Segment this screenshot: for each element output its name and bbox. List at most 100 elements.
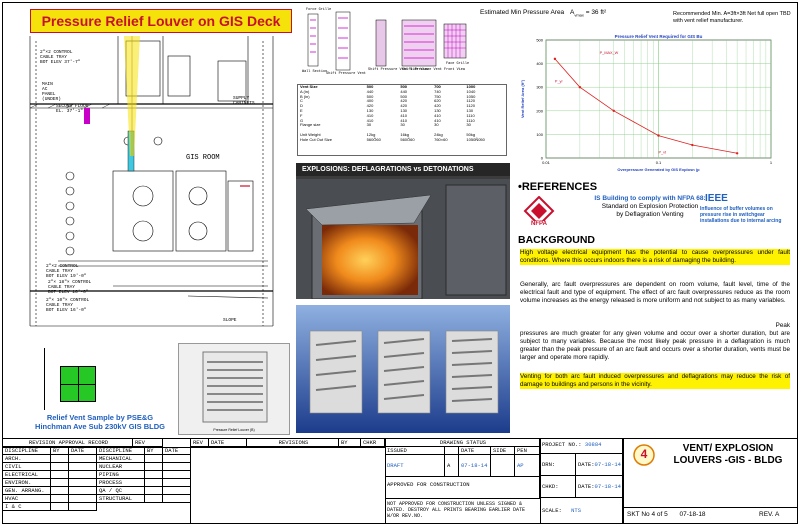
- chart-series-point: [578, 86, 582, 89]
- explosion-photo: EXPLOSIONS: DEFLAGRATIONS vs DETONATIONS: [296, 163, 510, 299]
- chkd-date-label: DATE:: [578, 483, 595, 490]
- sample-photo: Pressure Relief Louver (B): [178, 343, 290, 435]
- spec-cell: 50kg: [466, 131, 476, 137]
- drn-label: DRN:: [540, 454, 576, 476]
- relief-vent-sample-icon: [60, 366, 96, 402]
- label-tray-1: 2"×2 CONTROL CABLE TRAY BOT ELEV 19'-0": [46, 264, 87, 279]
- chart-y-tick: 100: [536, 132, 543, 137]
- title-block: REVISION APPROVAL RECORD REV REV DATE RE…: [3, 438, 797, 524]
- rev-header: REV: [133, 439, 163, 447]
- discipline-blank: [51, 495, 69, 503]
- spec-cell: 440: [366, 88, 374, 94]
- chart-y-tick: 300: [536, 85, 543, 90]
- background-p2: Generally, arc fault overpressures are d…: [520, 281, 790, 304]
- spec-cell: 1110: [466, 112, 475, 118]
- spec-cell: 130: [366, 107, 374, 113]
- spec-cell: F: [300, 112, 303, 118]
- spec-cell: C: [300, 98, 303, 104]
- spec-cell: 420: [400, 98, 408, 104]
- spec-cell: 500: [400, 84, 408, 89]
- discipline-blank: [51, 463, 69, 471]
- spec-cell: 420: [366, 103, 374, 109]
- spec-cell: 410: [400, 117, 408, 123]
- discipline-blank: [163, 463, 191, 471]
- discipline-blank: [51, 479, 69, 487]
- spec-cell: 1120: [466, 98, 476, 104]
- background-p3-lead: Peak: [775, 322, 790, 329]
- discipline-blank: [69, 495, 97, 503]
- status-rev-value: A: [445, 455, 459, 477]
- label-slope: SLOPE: [223, 318, 237, 323]
- discipline-blank: [69, 503, 97, 511]
- drn-date: DATE:07-18-14: [576, 454, 623, 476]
- label-tray-3: 2"× 10"× CONTROL CABLE TRAY BOT ELEV 16'…: [46, 298, 90, 313]
- label-tray-2: 2"× 18"× CONTROL CABLE TRAY BOT ELEV 16'…: [48, 280, 92, 295]
- estimate-label: Estimated Min Pressure Area: [480, 9, 565, 16]
- nfpa-line-2: Standard on Explosion Protection: [601, 203, 699, 210]
- recommended-min: Recommended Min. A=3ft×3ft Net full open…: [673, 11, 791, 24]
- chart-series-point: [553, 57, 557, 61]
- chkd-date: DATE:07-18-14: [576, 476, 623, 498]
- spec-cell: Unit Weight: [300, 131, 321, 137]
- discipline-blank: [145, 471, 163, 479]
- spec-cell: 760×60: [434, 136, 448, 142]
- spec-cell: E: [300, 107, 303, 113]
- spec-cell: 400: [366, 98, 374, 104]
- rev-value: A: [775, 511, 780, 518]
- ieee-reference: Influence of buffer volumes on pressure …: [700, 206, 782, 224]
- discipline-blank: [163, 455, 191, 463]
- status-side-header: SIDE: [491, 447, 515, 455]
- discipline-cell: GEN. ARRANG.: [3, 487, 51, 495]
- sheet-title: VENT/ EXPLOSION LOUVERS -GIS - BLDG: [661, 443, 795, 467]
- discipline-cell: NUCLEAR: [97, 463, 145, 471]
- discipline-cell: PROCESS: [97, 479, 145, 487]
- sample-caption-text: Relief Vent Sample by PSE&G Hinchman Ave…: [35, 413, 165, 431]
- spec-cell: 16kg: [400, 131, 410, 137]
- nfpa-logo-text: NFPA: [522, 221, 556, 227]
- background-p4: Venting for both arc fault induced overp…: [520, 373, 790, 389]
- wall-line: [44, 348, 45, 410]
- discipline-blank: [163, 495, 191, 503]
- revision-record-header: REVISION APPROVAL RECORD: [3, 439, 133, 447]
- project-no: PROJECT NO.: 30884: [540, 439, 623, 454]
- sheet-number-badge-svg: [633, 444, 655, 466]
- scale-value: NTS: [571, 507, 582, 514]
- discipline-date: DATE: [69, 447, 97, 455]
- chart-series-point: [735, 152, 739, 155]
- background-p3: pressures are much greater for any given…: [520, 330, 790, 361]
- chart-y-label: Vent Relief Area (ft²): [520, 79, 525, 118]
- status-issued-value: DRAFT: [385, 455, 445, 477]
- nfpa-line-3: by Deflagration Venting: [616, 211, 684, 218]
- estimate-result: = 36 ft²: [585, 9, 607, 16]
- spec-cell: 500: [366, 93, 374, 99]
- sample-photo-caption: Pressure Relief Louver (B): [213, 428, 255, 432]
- sheet-number-badge: 4: [633, 444, 655, 466]
- status-date-value: 07-18-14: [459, 455, 491, 477]
- section-drawing: 2"×2 CONTROL CABLE TRAY BOT ELEV 37'-7" …: [18, 36, 290, 342]
- louver-views-svg: [307, 11, 467, 71]
- discipline-blank: [163, 471, 191, 479]
- drn-date-label: DATE:: [578, 461, 595, 468]
- chkd-label: CHKD:: [540, 476, 576, 498]
- revision-value: REV. A: [759, 511, 779, 518]
- label-gis-room: GIS ROOM: [186, 154, 220, 162]
- spec-cell: 24kg: [434, 131, 443, 137]
- chart-annotation: P_yr: [555, 79, 564, 83]
- discipline-cell: PIPING: [97, 471, 145, 479]
- spec-cell: 410: [366, 117, 374, 123]
- banner-title: Pressure Relief Louver on GIS Deck: [30, 9, 292, 33]
- spec-cell: 420: [434, 103, 441, 109]
- chart-y-tick: 200: [536, 108, 543, 113]
- spec-cell: 1000: [466, 84, 476, 89]
- by-header: BY: [339, 439, 361, 447]
- spec-cell: Flange size: [300, 122, 321, 128]
- spec-cell: 500: [400, 93, 408, 99]
- label-main-panel: MAIN AC PANEL (UNDER): [42, 82, 61, 102]
- spec-cell: 410: [434, 112, 441, 118]
- discipline-blank: [145, 487, 163, 495]
